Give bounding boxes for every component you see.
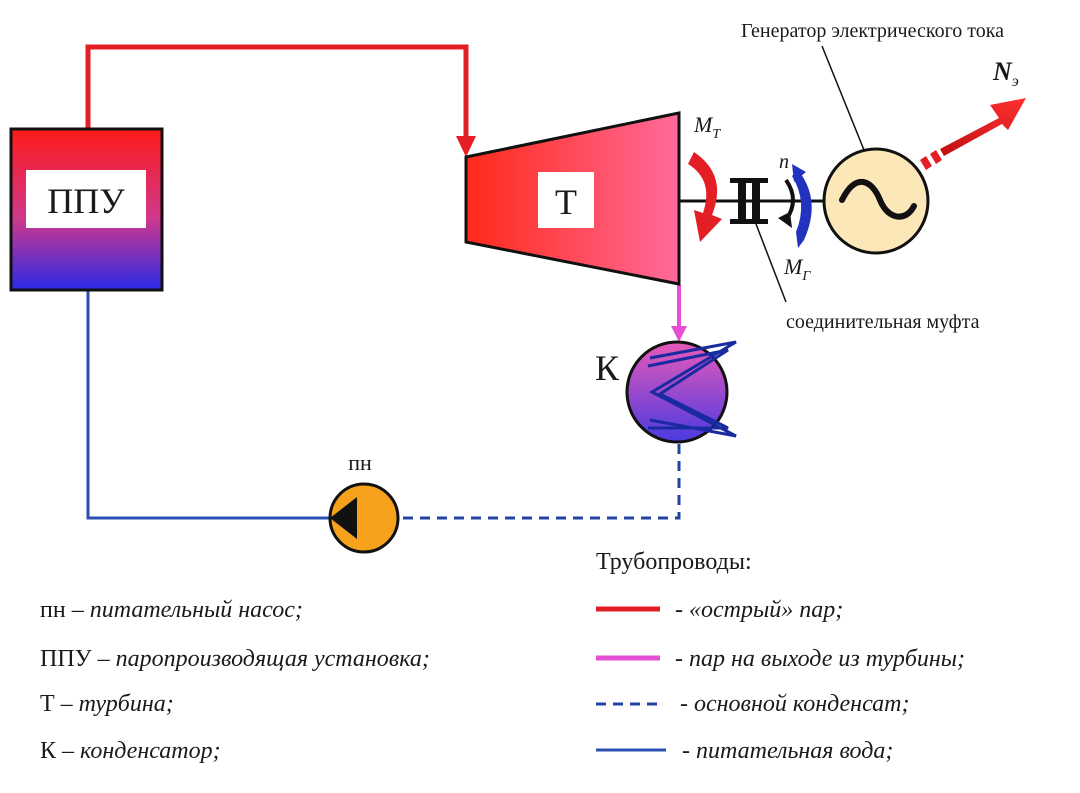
generator-torque-label: MГ — [783, 254, 811, 284]
legend-right-item: - «острый» пар; — [675, 597, 843, 623]
live-steam-arrowhead — [456, 136, 476, 157]
legend-left-item: К – конденсатор; — [40, 738, 221, 764]
legend-left-item: Т – турбина; — [40, 691, 174, 717]
generator-torque-arrowhead — [792, 164, 806, 182]
generator-sine-icon — [839, 178, 917, 220]
generator — [822, 147, 930, 255]
legend-left-item: пн – питательный насос; — [40, 597, 303, 623]
generator-leader-line — [821, 45, 865, 151]
legend-right: Трубопроводы: - «острый» пар; - пар на в… — [596, 549, 965, 764]
ppu-label: ППУ — [47, 181, 125, 221]
legend-right-title: Трубопроводы: — [596, 549, 752, 575]
turbine-torque-arrow — [688, 152, 722, 242]
turbine-label-box — [538, 172, 594, 228]
legend-right-item: - пар на выходе из турбины; — [675, 646, 965, 672]
generator-torque-arrow — [792, 170, 812, 248]
turbine-torque-label: MТ — [693, 112, 721, 142]
legend-left: пн – питательный насос; ППУ – паропроизв… — [40, 597, 430, 764]
coupling-leader-line — [755, 223, 787, 303]
pump-label: пн — [348, 450, 372, 475]
ppu-label-box — [26, 170, 146, 228]
legend-right-item: - питательная вода; — [682, 738, 893, 764]
coupling-label: соединительная муфта — [786, 311, 980, 333]
speed-label: n — [779, 151, 789, 173]
live-steam-pipe — [85, 44, 469, 142]
generator-label: Генератор электрического тока — [741, 20, 1004, 42]
condenser-label: К — [595, 348, 620, 388]
power-label: Nэ — [992, 57, 1019, 90]
legend-left-item: ППУ – паропроизводящая установка; — [40, 646, 430, 672]
pump-triangle-icon — [330, 497, 357, 539]
speed-arrowhead — [778, 212, 792, 228]
legend-right-item: - основной конденсат; — [680, 691, 909, 717]
power-output-arrow — [920, 98, 1026, 170]
condenser-coil-icon — [647, 340, 737, 438]
condensate-pipe — [400, 444, 681, 520]
exhaust-steam-arrowhead — [671, 326, 687, 342]
turbine-label: Т — [555, 182, 577, 222]
feed-water-pipe — [86, 290, 330, 520]
coupling — [730, 178, 768, 224]
